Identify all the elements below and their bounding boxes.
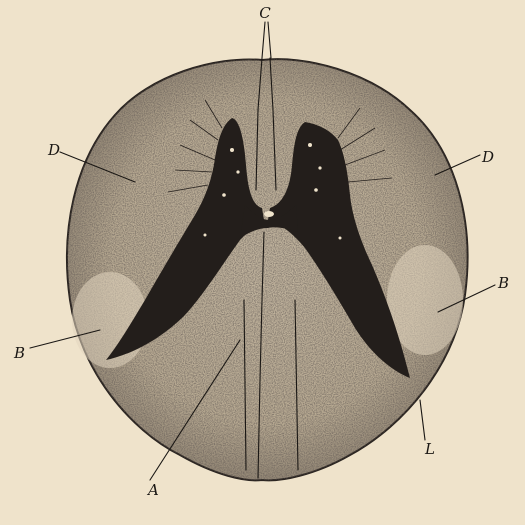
central-canal bbox=[264, 211, 274, 217]
label-D-right: D bbox=[481, 148, 494, 166]
label-A: A bbox=[146, 481, 159, 499]
label-D-left: D bbox=[47, 141, 60, 159]
label-C: C bbox=[259, 4, 271, 22]
label-B-right: B bbox=[497, 274, 509, 292]
spinal-cord bbox=[60, 50, 480, 490]
label-B-left: B bbox=[13, 344, 25, 362]
label-L: L bbox=[424, 440, 435, 458]
